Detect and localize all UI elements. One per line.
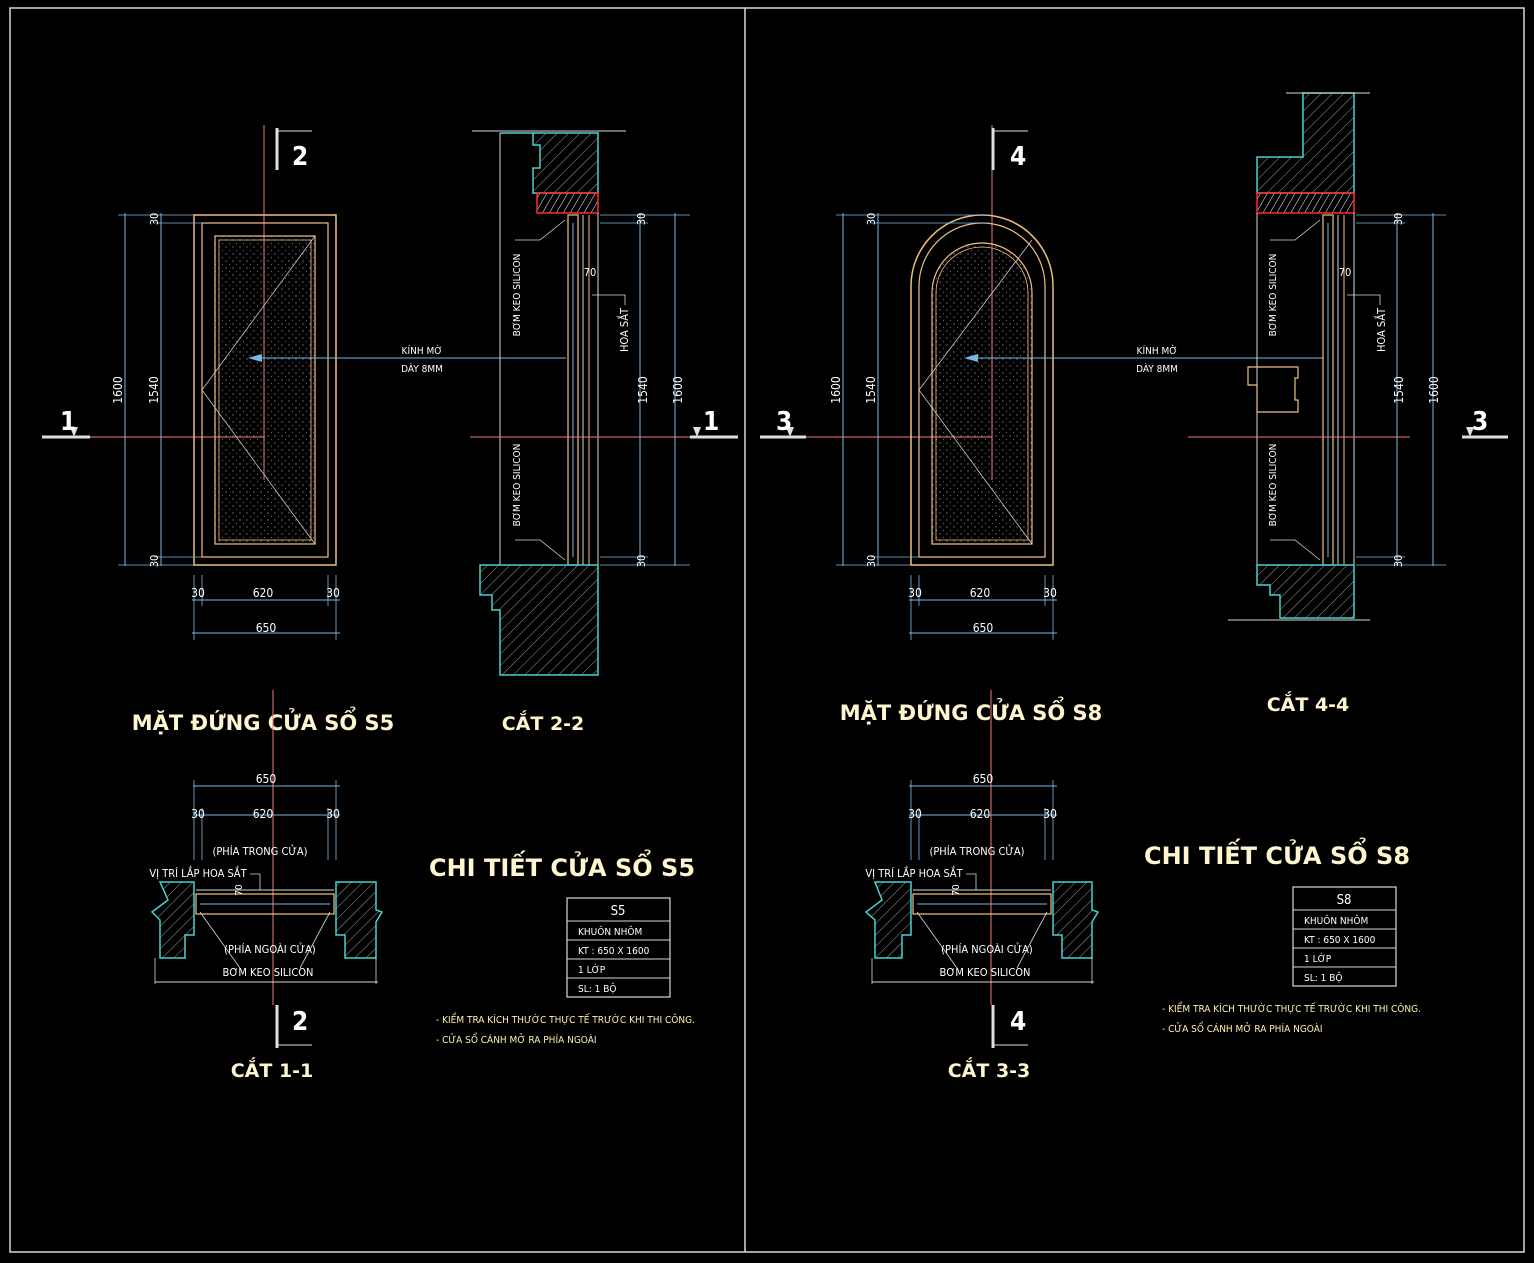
s5-dim-width-total: 650 <box>256 621 277 635</box>
s5-section-1-1 <box>150 690 384 1048</box>
s8-sec-dim-height-total: 1600 <box>1427 376 1441 404</box>
s5-section-2-2 <box>470 130 690 676</box>
s5-sec-dim-frame-top: 30 <box>635 213 648 226</box>
s5-elevation-view <box>42 125 738 640</box>
s5-silicon-top: BƠM KEO SILICON <box>512 254 523 337</box>
s5-plan-outside: (PHÍA NGOÀI CỬA) <box>224 942 316 956</box>
s8-plan-dim-frame-right: 30 <box>1043 807 1057 821</box>
s8-table-row-2: 1 LỚP <box>1304 952 1332 965</box>
s8-dim-frame-right: 30 <box>1043 586 1057 600</box>
s8-marker-top: 4 <box>1010 142 1026 172</box>
s5-dim-frame-top: 30 <box>148 213 161 226</box>
s5-table-row-2: 1 LỚP <box>578 963 606 976</box>
s5-marker-left: 1 <box>60 407 76 437</box>
s8-note-1: - CỬA SỔ CÁNH MỞ RA PHÍA NGOÀI <box>1162 1020 1323 1035</box>
s8-plan-iron-position: VỊ TRÍ LẮP HOA SẮT <box>865 866 963 880</box>
s5-plan-iron-position: VỊ TRÍ LẮP HOA SẮT <box>149 866 247 880</box>
s8-dim-profile: 70 <box>1339 266 1352 279</box>
s8-dim-width-total: 650 <box>973 621 994 635</box>
s8-marker-left: 3 <box>776 407 792 437</box>
s5-plan-dim-width-total: 650 <box>256 772 277 786</box>
s8-detail-title: CHI TIẾT CỬA SỔ S8 <box>1144 835 1410 870</box>
s8-dim-frame-left: 30 <box>908 586 922 600</box>
s8-sec-dim-height-glass: 1540 <box>1392 376 1406 404</box>
s8-section-side-title: CẮT 4-4 <box>1267 690 1350 716</box>
s5-spec-table <box>566 897 671 998</box>
s5-plan-silicon: BƠM KEO SILICON <box>223 966 314 979</box>
s5-elevation-title: MẶT ĐỨNG CỬA SỔ S5 <box>132 706 395 735</box>
s8-plan-dim-profile: 70 <box>951 884 962 896</box>
s5-plan-dim-frame-right: 30 <box>326 807 340 821</box>
s5-sec-dim-height-total: 1600 <box>671 376 685 404</box>
s8-plan-dim-frame-left: 30 <box>908 807 922 821</box>
s8-table-row-0: KHUÔN NHÔM <box>1304 914 1368 927</box>
s8-elevation-title: MẶT ĐỨNG CỬA SỔ S8 <box>840 696 1103 725</box>
s5-sec-dim-height-glass: 1540 <box>636 376 650 404</box>
s8-sec-dim-frame-top: 30 <box>1392 213 1405 226</box>
s5-iron-label: HOA SẮT <box>617 307 631 352</box>
s8-plan-inside: (PHÍA TRONG CỬA) <box>929 844 1024 858</box>
s5-plan-dim-frame-left: 30 <box>191 807 205 821</box>
s5-table-row-1: KT : 650 X 1600 <box>578 946 650 957</box>
s5-dim-profile: 70 <box>584 266 597 279</box>
s8-dim-height-glass: 1540 <box>864 376 878 404</box>
s8-silicon-top: BƠM KEO SILICON <box>1268 254 1279 337</box>
s8-plan-dim-width-total: 650 <box>973 772 994 786</box>
s8-note-0: - KIỂM TRA KÍCH THƯỚC THỰC TẾ TRƯỚC KHI … <box>1162 1001 1421 1015</box>
s5-plan-inside: (PHÍA TRONG CỬA) <box>212 844 307 858</box>
s8-section-plan-title: CẮT 3-3 <box>948 1056 1031 1082</box>
s5-glass-label-2: DÀY 8MM <box>401 362 443 375</box>
s5-plan-dim-profile: 70 <box>234 884 245 896</box>
s8-dim-frame-top: 30 <box>865 213 878 226</box>
s8-table-header: S8 <box>1337 893 1352 908</box>
s8-section-4-4 <box>1188 92 1446 621</box>
s8-dim-frame-bottom: 30 <box>865 555 878 568</box>
s5-dim-height-glass: 1540 <box>147 376 161 404</box>
s8-plan-dim-width-glass: 620 <box>970 807 991 821</box>
s8-plan-silicon: BƠM KEO SILICON <box>940 966 1031 979</box>
s5-dim-frame-bottom: 30 <box>148 555 161 568</box>
s5-plan-dim-width-glass: 620 <box>253 807 274 821</box>
s5-marker-bottom: 2 <box>292 1007 308 1037</box>
s8-marker-right: 3 <box>1472 407 1488 437</box>
s8-section-3-3 <box>864 690 1100 1048</box>
sheet-border <box>9 7 1525 1253</box>
s5-table-row-0: KHUÔN NHÔM <box>578 925 642 938</box>
s5-silicon-bottom: BƠM KEO SILICON <box>512 444 523 527</box>
s5-marker-right: 1 <box>703 407 719 437</box>
s5-section-side-title: CẮT 2-2 <box>502 709 585 735</box>
s5-section-plan-title: CẮT 1-1 <box>231 1056 314 1082</box>
s8-dim-width-glass: 620 <box>970 586 991 600</box>
s5-note-0: - KIỂM TRA KÍCH THƯỚC THỰC TẾ TRƯỚC KHI … <box>436 1012 695 1026</box>
s5-detail-title: CHI TIẾT CỬA SỔ S5 <box>429 847 695 882</box>
s8-dim-height-total: 1600 <box>829 376 843 404</box>
s8-sec-dim-frame-bottom: 30 <box>1392 555 1405 568</box>
s8-spec-table <box>1292 886 1397 987</box>
s5-marker-top: 2 <box>292 142 308 172</box>
s8-elevation-view <box>760 125 1508 640</box>
s5-note-1: - CỬA SỔ CÁNH MỞ RA PHÍA NGOÀI <box>436 1031 597 1046</box>
s5-dim-frame-left: 30 <box>191 586 205 600</box>
s8-iron-label: HOA SẮT <box>1374 307 1388 352</box>
s5-dim-frame-right: 30 <box>326 586 340 600</box>
s8-silicon-bottom: BƠM KEO SILICON <box>1268 444 1279 527</box>
s5-table-header: S5 <box>611 904 626 919</box>
s5-dim-width-glass: 620 <box>253 586 274 600</box>
s5-sec-dim-frame-bottom: 30 <box>635 555 648 568</box>
s5-table-row-3: SL: 1 BỘ <box>578 982 616 995</box>
s8-table-row-3: SL: 1 BỘ <box>1304 971 1342 984</box>
s8-glass-label-1: KÍNH MỜ <box>1137 344 1178 357</box>
s8-marker-bottom: 4 <box>1010 1007 1026 1037</box>
s5-dim-height-total: 1600 <box>111 376 125 404</box>
s8-table-row-1: KT : 650 X 1600 <box>1304 935 1376 946</box>
s8-glass-label-2: DÀY 8MM <box>1136 362 1178 375</box>
s5-glass-label-1: KÍNH MỜ <box>402 344 443 357</box>
s8-plan-outside: (PHÍA NGOÀI CỬA) <box>941 942 1033 956</box>
